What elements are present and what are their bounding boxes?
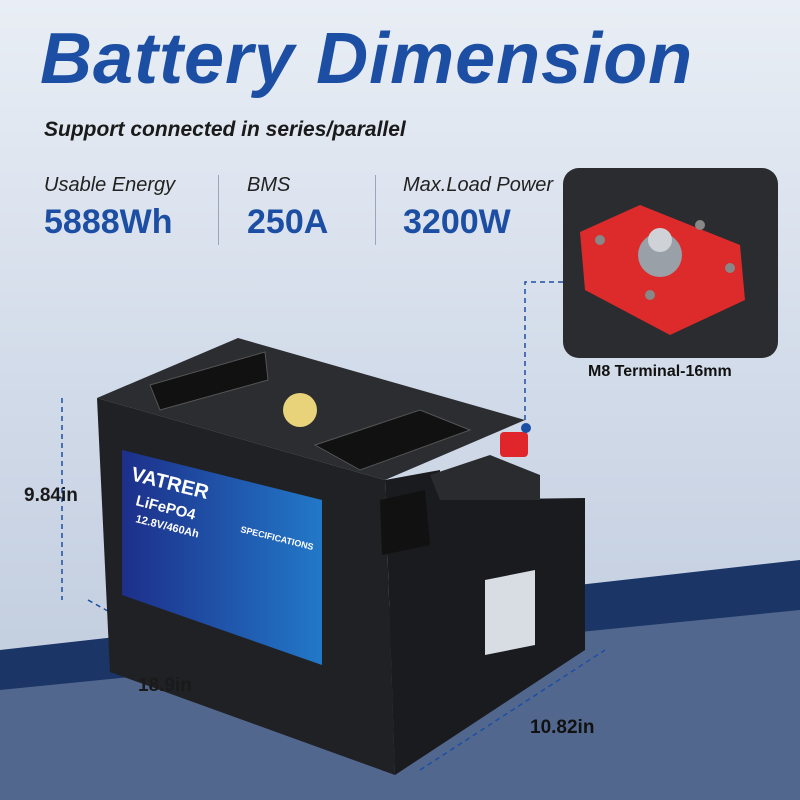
length-dimension: 18.9in xyxy=(138,675,192,696)
battery-label xyxy=(122,450,322,665)
width-dimension: 10.82in xyxy=(530,717,595,738)
subtitle: Support connected in series/parallel xyxy=(44,118,406,141)
divider xyxy=(218,175,219,245)
stat-value-energy: 5888Wh xyxy=(44,203,173,241)
terminal-caption: M8 Terminal-16mm xyxy=(588,363,732,380)
stat-label-bms: BMS xyxy=(247,174,291,196)
page-title: Battery Dimension xyxy=(40,19,694,99)
height-dimension: 9.84in xyxy=(24,485,78,506)
nameplate xyxy=(485,570,535,655)
terminal-icon xyxy=(500,432,528,457)
stat-label-energy: Usable Energy xyxy=(44,174,176,196)
stat-value-bms: 250A xyxy=(247,203,329,241)
stat-label-power: Max.Load Power xyxy=(403,174,554,196)
divider xyxy=(375,175,376,245)
stat-value-power: 3200W xyxy=(403,203,511,241)
